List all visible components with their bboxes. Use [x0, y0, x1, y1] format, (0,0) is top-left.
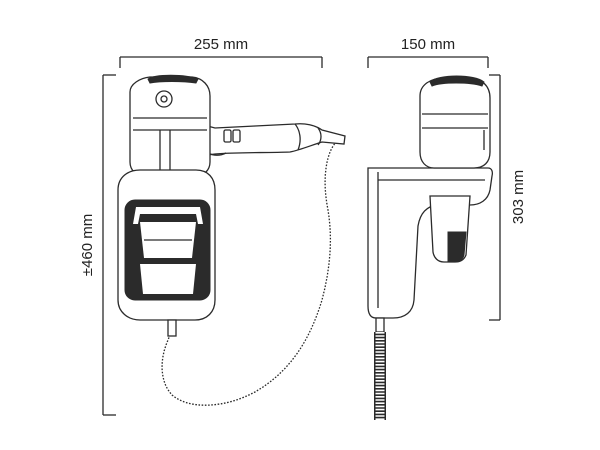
front-width-label: 255 mm	[194, 36, 248, 53]
side-height-dimension: 303 mm	[489, 74, 527, 321]
side-coiled-cord	[374, 317, 386, 420]
total-height-dimension: ±460 mm	[79, 74, 116, 416]
front-width-dimension: 255 mm	[119, 36, 323, 68]
coiled-cord	[157, 134, 343, 410]
front-view-dryer	[117, 74, 346, 410]
side-view-dryer	[367, 75, 494, 420]
side-width-dimension: 150 mm	[367, 36, 489, 68]
side-width-label: 150 mm	[401, 36, 455, 53]
side-height-label: 303 mm	[510, 170, 527, 224]
total-height-label: ±460 mm	[79, 214, 96, 276]
